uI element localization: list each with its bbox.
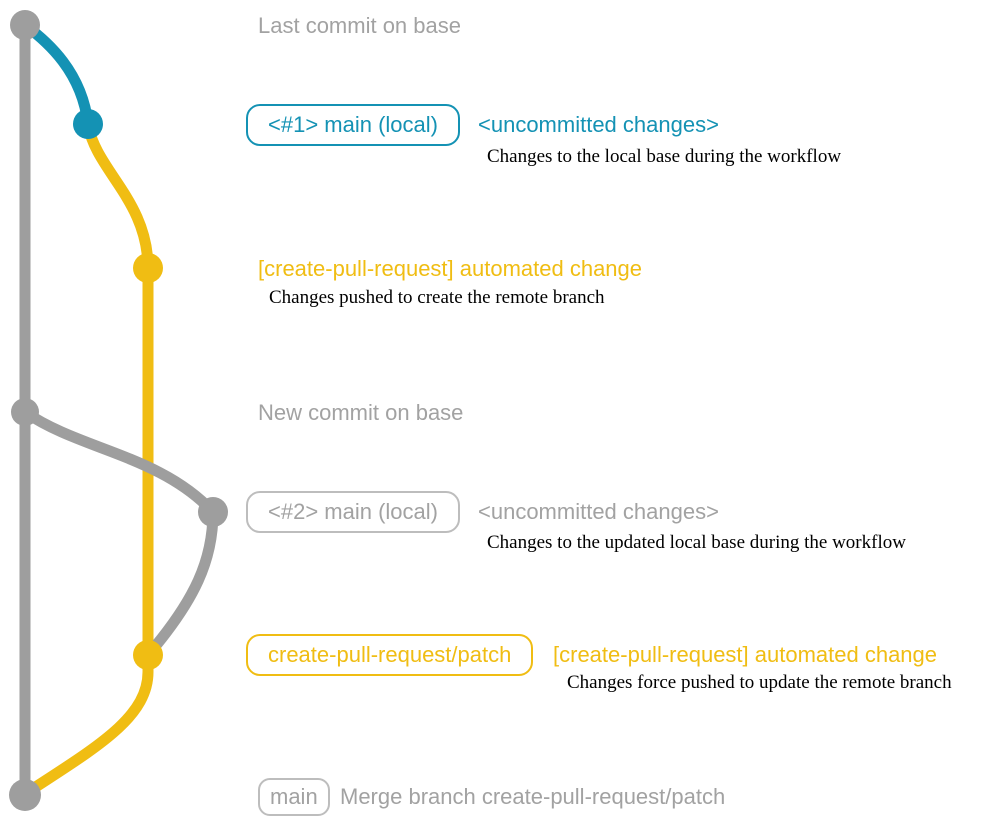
badge-local-main-1: <#1> main (local) [246, 104, 460, 146]
commit-dot-merge [9, 779, 41, 811]
commit-dot-local-main-1 [73, 109, 103, 139]
commit-dot-new-base [11, 398, 39, 426]
automated-change-2-desc: Changes force pushed to update the remot… [567, 672, 952, 693]
automated-change-1-desc: Changes pushed to create the remote bran… [269, 287, 605, 308]
merge-branch-title: Merge branch create-pull-request/patch [340, 784, 726, 809]
uncommitted-changes-1-title: <uncommitted changes> [478, 112, 719, 137]
last-commit-on-base-label: Last commit on base [258, 13, 461, 38]
uncommitted-changes-2-desc: Changes to the updated local base during… [487, 532, 906, 553]
automated-change-1-title: [create-pull-request] automated change [258, 256, 643, 281]
commit-dot-last-base [10, 10, 40, 40]
uncommitted-changes-1-desc: Changes to the local base during the wor… [487, 146, 842, 167]
commit-dot-patch-1 [133, 253, 163, 283]
uncommitted-changes-2-title: <uncommitted changes> [478, 499, 719, 524]
badge-main: main [258, 778, 330, 816]
local-main-branch-curve-2 [19, 406, 219, 661]
new-commit-on-base-label: New commit on base [258, 400, 464, 425]
badge-patch-branch: create-pull-request/patch [246, 634, 534, 676]
automated-change-2-title: [create-pull-request] automated change [553, 642, 938, 667]
commit-dot-patch-2 [133, 640, 163, 670]
commit-dot-local-main-2 [198, 497, 228, 527]
badge-local-main-2: <#2> main (local) [246, 491, 460, 533]
local-main-branch-curve-1 [19, 19, 94, 130]
